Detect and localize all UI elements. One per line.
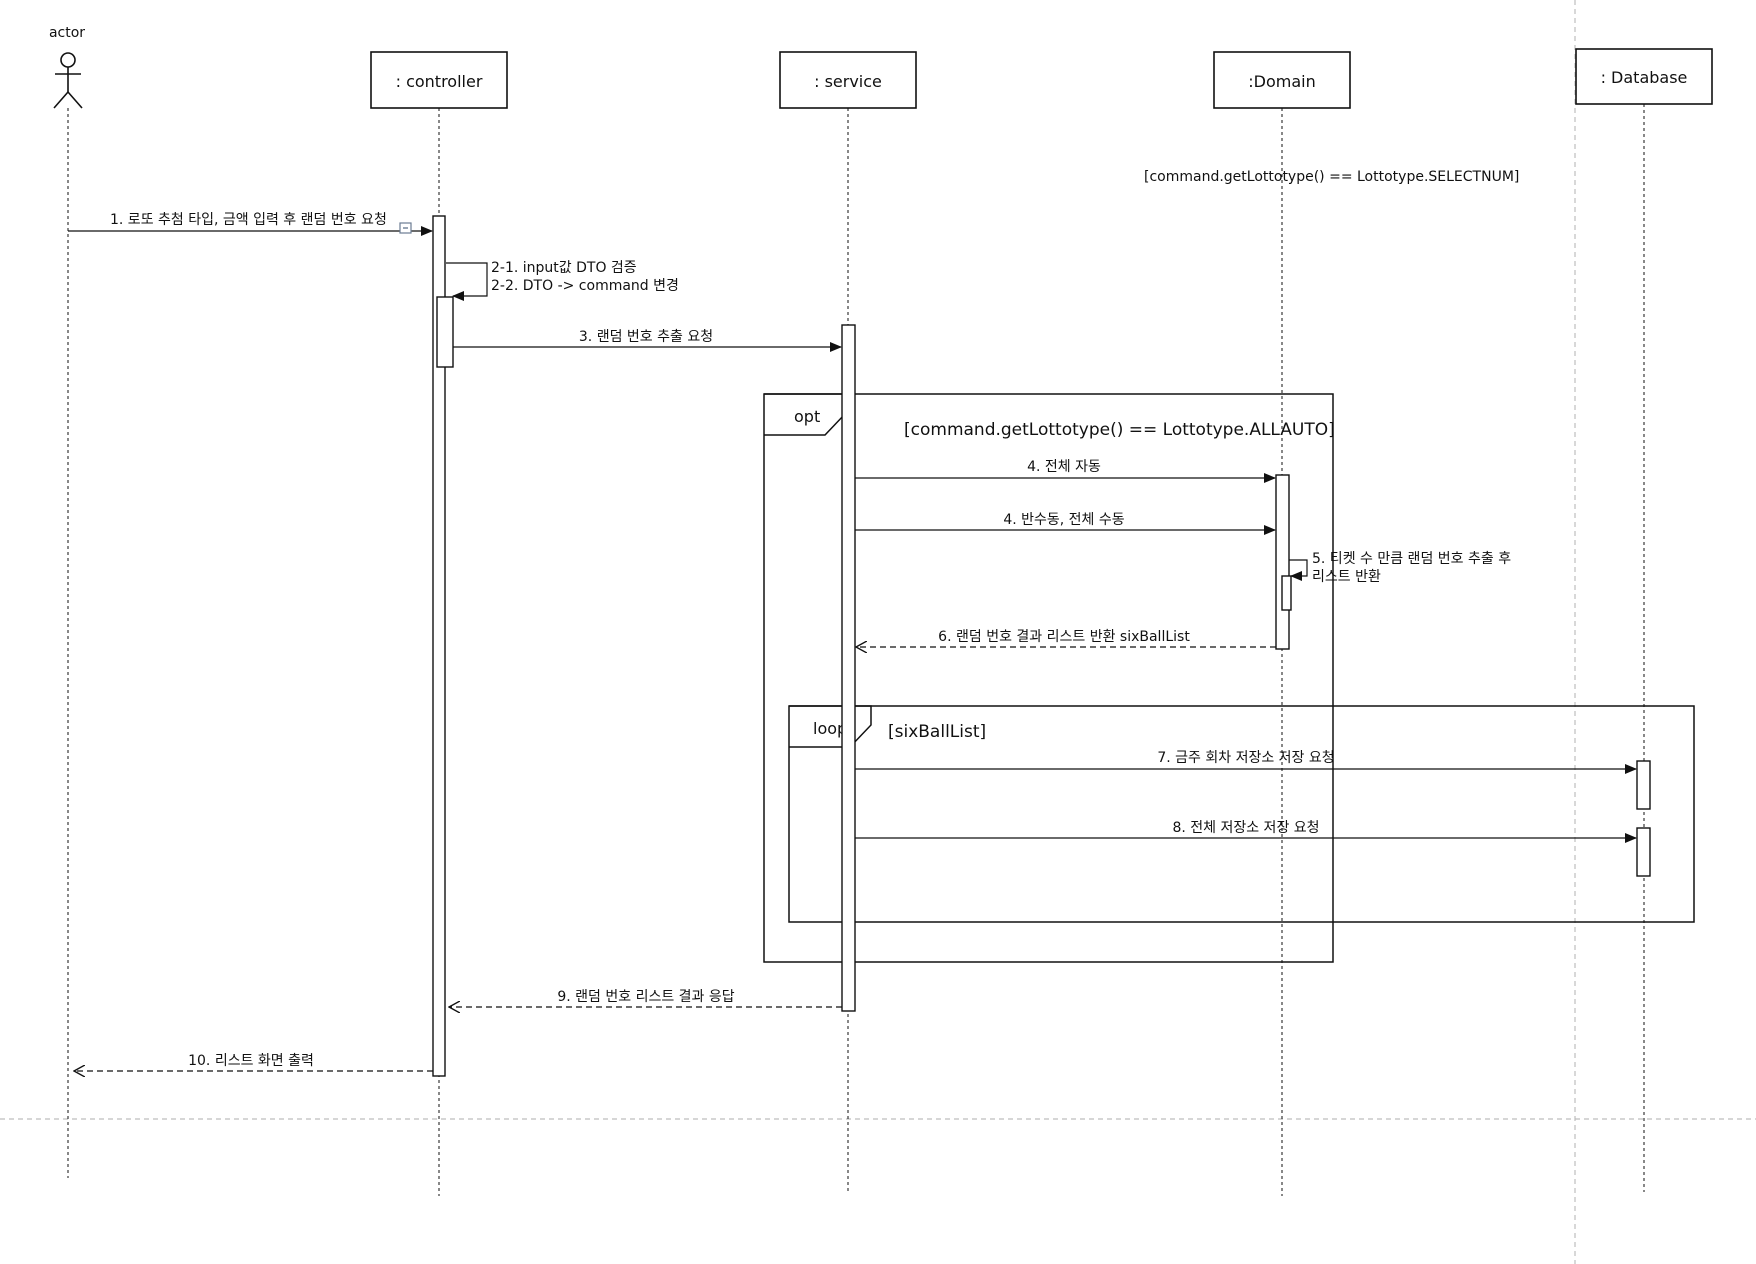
opt-fragment-label: opt xyxy=(794,407,820,426)
database-participant[interactable]: : Database xyxy=(1575,48,1713,105)
message-2-2-label: 2-2. DTO -> command 변경 xyxy=(491,278,679,294)
message-6-label: 6. 랜덤 번호 결과 리스트 반환 sixBallList xyxy=(938,629,1190,645)
message-4-manual-label: 4. 반수동, 전체 수동 xyxy=(1003,512,1124,528)
message-7-label: 7. 금주 회차 저장소 저장 요청 xyxy=(1157,750,1334,766)
service-activation-bar[interactable] xyxy=(841,324,856,1012)
message-9-label: 9. 랜덤 번호 리스트 결과 응답 xyxy=(557,989,734,1005)
opt-fragment[interactable]: opt [command.getLottotype() == Lottotype… xyxy=(763,393,1335,963)
controller-participant[interactable]: : controller xyxy=(370,51,508,109)
database-activation-bar-2[interactable] xyxy=(1636,827,1651,877)
message-4-all-auto-label: 4. 전체 자동 xyxy=(1027,459,1101,475)
loop-fragment-label: loop xyxy=(813,719,847,738)
database-participant-label: : Database xyxy=(1601,68,1688,87)
loop-guard-text: [sixBallList] xyxy=(888,722,986,742)
message-10-label: 10. 리스트 화면 출력 xyxy=(188,1053,314,1069)
floating-guard-text: [command.getLottotype() == Lottotype.SEL… xyxy=(1144,169,1519,185)
domain-participant[interactable]: :Domain xyxy=(1213,51,1351,109)
domain-participant-label: :Domain xyxy=(1248,72,1315,91)
actor-icon[interactable] xyxy=(53,52,83,109)
service-participant[interactable]: : service xyxy=(779,51,917,109)
collapse-icon[interactable] xyxy=(399,222,412,234)
message-3-label: 3. 랜덤 번호 추출 요청 xyxy=(579,329,713,345)
message-5-label-line2: 리스트 반환 xyxy=(1312,569,1381,585)
message-2-self-arrow[interactable] xyxy=(446,262,488,301)
actor-label: actor xyxy=(49,25,85,41)
message-1-label: 1. 로또 추첨 타입, 금액 입력 후 랜덤 번호 요청 xyxy=(110,212,387,228)
message-2-1-label: 2-1. input값 DTO 검증 xyxy=(491,260,637,276)
controller-participant-label: : controller xyxy=(396,72,483,91)
service-participant-label: : service xyxy=(814,72,882,91)
loop-fragment[interactable]: loop [sixBallList] xyxy=(788,705,1695,923)
opt-guard-text: [command.getLottotype() == Lottotype.ALL… xyxy=(904,420,1335,440)
domain-activation-bar[interactable] xyxy=(1275,474,1290,650)
message-8-label: 8. 전체 저장소 저장 요청 xyxy=(1172,820,1319,836)
message-5-self-arrow[interactable] xyxy=(1289,559,1308,581)
database-activation-bar-1[interactable] xyxy=(1636,760,1651,810)
domain-nested-activation-bar[interactable] xyxy=(1281,575,1292,611)
message-5-label-line1: 5. 티켓 수 만큼 랜덤 번호 추출 후 xyxy=(1312,551,1511,567)
controller-nested-activation-bar[interactable] xyxy=(436,296,454,368)
controller-activation-bar[interactable] xyxy=(432,215,446,1077)
